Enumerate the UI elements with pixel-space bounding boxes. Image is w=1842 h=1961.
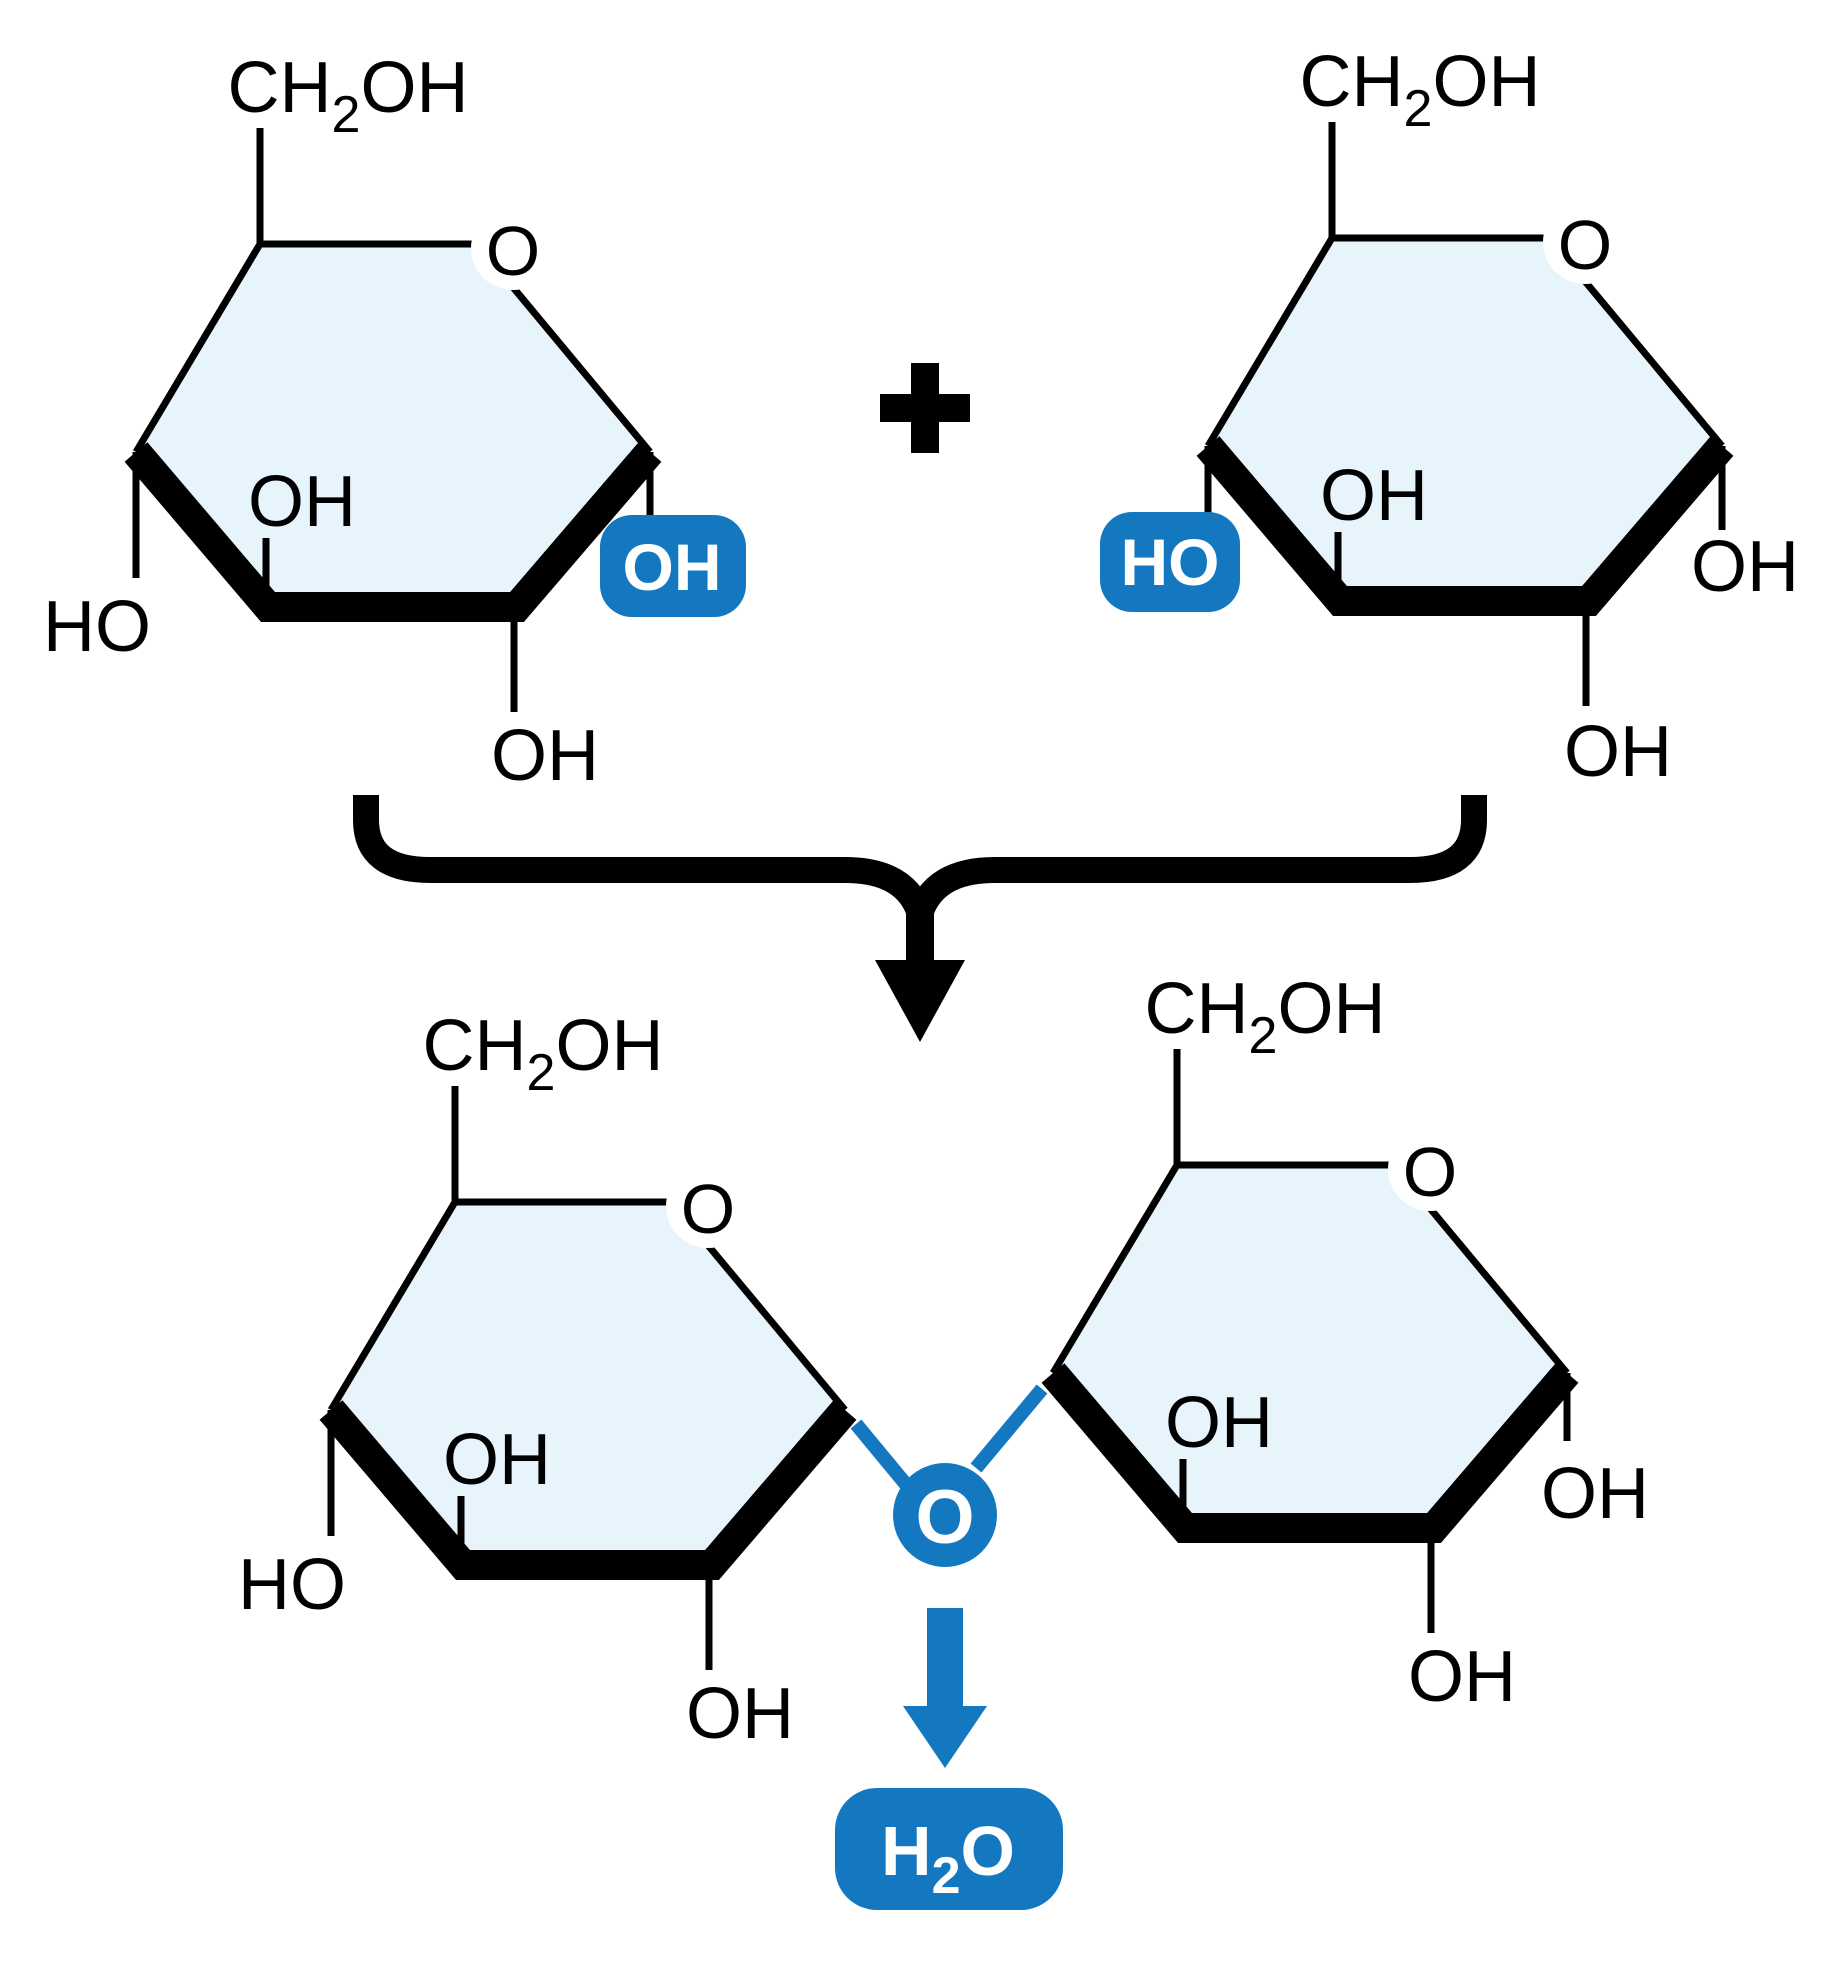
highlight-oh-badge xyxy=(600,515,746,617)
glycosidic-bridge: O H2O xyxy=(835,1384,1063,1910)
inner-hydroxyl-label: OH xyxy=(1320,456,1428,536)
ring-front-edge xyxy=(1041,1363,1579,1543)
ring-oxygen-label: O xyxy=(1558,206,1612,284)
ring-oxygen-label: O xyxy=(681,1170,735,1248)
ring-front-edge xyxy=(319,1400,857,1580)
reactant-right-glucose: CH2OH O OH OH OH HO xyxy=(1100,42,1799,792)
bottom-hydroxyl-label: OH xyxy=(686,1674,794,1754)
water-arrowhead xyxy=(903,1706,987,1768)
oxygen-halo xyxy=(1388,1127,1472,1211)
merge-arrowhead xyxy=(875,960,965,1042)
inner-hydroxyl-label: OH xyxy=(443,1420,551,1500)
ring-body xyxy=(1053,1165,1567,1521)
reactant-left-glucose: CH2OH O OH HO OH OH xyxy=(43,48,746,796)
water-label: H2O xyxy=(881,1812,1015,1905)
ring-left-edge xyxy=(132,242,264,454)
merge-bracket-arrow xyxy=(353,795,1487,1042)
highlight-ho-label: HO xyxy=(1121,525,1220,599)
product-right-glucose: CH2OH O OH OH OH xyxy=(1041,969,1649,1717)
bottom-hydroxyl-label: OH xyxy=(491,716,599,796)
highlight-ho-badge xyxy=(1100,512,1240,612)
ch2oh-label: CH2OH xyxy=(423,1006,664,1102)
bottom-hydroxyl-label: OH xyxy=(1408,1637,1516,1717)
glycosidic-bond-right xyxy=(970,1384,1048,1473)
oxygen-halo xyxy=(666,1164,750,1248)
bottom-hydroxyl-label: OH xyxy=(1564,712,1672,792)
product-left-glucose: CH2OH O OH HO OH xyxy=(238,1006,857,1754)
water-badge xyxy=(835,1788,1063,1910)
ring-oxygen-label: O xyxy=(1403,1133,1457,1211)
oxygen-halo xyxy=(1543,200,1627,284)
ho-label: HO xyxy=(238,1545,346,1625)
right-hydroxyl-label: OH xyxy=(1541,1454,1649,1534)
plus-sign: + xyxy=(880,363,970,453)
right-hydroxyl-label: OH xyxy=(1691,527,1799,607)
oxygen-halo xyxy=(471,206,555,290)
merge-bracket xyxy=(353,795,1487,957)
ho-label: HO xyxy=(43,587,151,667)
merge-arrow-stem xyxy=(906,905,934,967)
inner-hydroxyl-label: OH xyxy=(248,462,356,542)
ring-front-edge xyxy=(1196,436,1734,616)
ring-left-edge xyxy=(1204,236,1336,448)
glycosidic-oxygen-circle xyxy=(893,1463,997,1567)
ring-left-edge xyxy=(1049,1163,1181,1375)
plus-horizontal-bar xyxy=(880,394,970,422)
ch2oh-label: CH2OH xyxy=(1145,969,1386,1065)
inner-hydroxyl-label: OH xyxy=(1165,1383,1273,1463)
glycosidic-oxygen-label: O xyxy=(915,1475,974,1560)
highlight-oh-label: OH xyxy=(623,530,722,604)
ch2oh-label: CH2OH xyxy=(1300,42,1541,138)
ring-body xyxy=(136,244,650,600)
ring-oxygen-label: O xyxy=(486,212,540,290)
ring-body xyxy=(331,1202,845,1558)
ring-body xyxy=(1208,238,1722,594)
ring-left-edge xyxy=(327,1200,459,1412)
ch2oh-label: CH2OH xyxy=(228,48,469,144)
water-arrow-shaft xyxy=(927,1608,963,1712)
ring-front-edge xyxy=(124,442,662,622)
